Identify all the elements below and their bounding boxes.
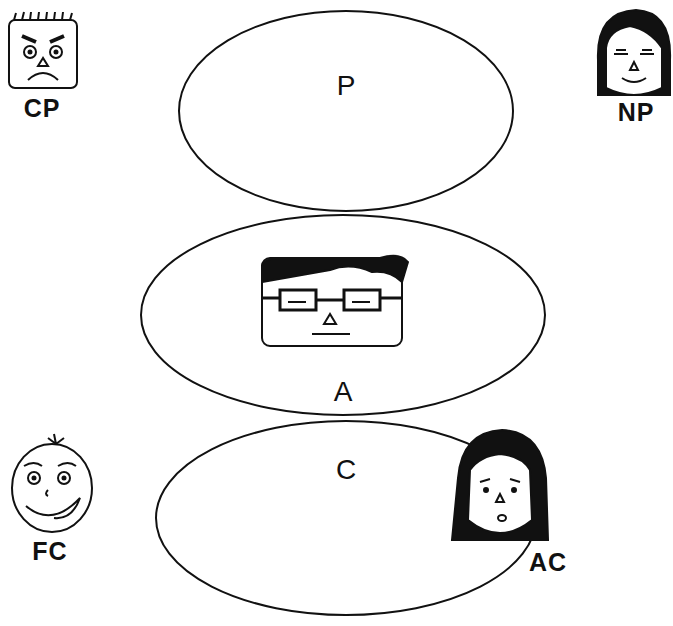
adult-face-part: [262, 256, 408, 282]
nurturing-parent-face-part: [606, 26, 662, 95]
face-label: AC: [529, 550, 567, 575]
critical-parent-face: [9, 12, 77, 88]
adult-face-part: [344, 290, 380, 310]
ego-state-letter: C: [336, 456, 356, 484]
nurturing-parent-face: [598, 10, 670, 95]
free-child-face-part: [58, 472, 70, 484]
circle-outline: [178, 10, 514, 212]
adult-face-part: [324, 314, 336, 324]
face-label: NP: [618, 100, 655, 125]
circle-outline: [141, 215, 545, 415]
free-child-face-part: [48, 434, 64, 444]
critical-parent-face-part: [55, 51, 58, 54]
ego-state-letter: P: [337, 72, 356, 100]
critical-parent-face-part: [14, 12, 72, 20]
adapted-child-face-part: [480, 479, 520, 482]
critical-parent-face-part: [50, 46, 62, 58]
free-child-face-part: [46, 490, 48, 496]
nurturing-parent-face-part: [614, 50, 654, 54]
free-child-face-part: [24, 463, 76, 466]
critical-parent-face-part: [9, 20, 77, 88]
ego-state-letter: A: [334, 378, 353, 406]
adapted-child-face-part: [484, 488, 488, 492]
circle-outline: [179, 11, 513, 211]
adult-face-part: [288, 301, 370, 303]
critical-parent-face-part: [24, 46, 36, 58]
adapted-child-face-part: [468, 454, 532, 533]
critical-parent-face-part: [22, 36, 64, 42]
adapted-child-face: [452, 430, 548, 540]
free-child-face-part: [28, 472, 40, 484]
free-child-face: [12, 434, 92, 532]
adult-face-part: [280, 290, 316, 310]
nurturing-parent-face-part: [630, 62, 638, 70]
adult-face-part: [262, 298, 402, 300]
free-child-face-part: [12, 444, 92, 532]
adapted-child-face-part: [498, 515, 506, 521]
critical-parent-face-part: [38, 58, 48, 66]
free-child-face-part: [26, 498, 80, 518]
face-label: CP: [24, 96, 61, 121]
free-child-face-part: [33, 477, 36, 480]
adapted-child-face-part: [452, 430, 548, 540]
face-label: FC: [32, 539, 67, 564]
critical-parent-face-part: [29, 51, 32, 54]
adult-face-part: [312, 333, 350, 335]
adapted-child-face-part: [496, 494, 504, 502]
adapted-child-face-part: [512, 488, 516, 492]
nurturing-parent-face-part: [598, 10, 670, 95]
critical-parent-face-part: [28, 73, 58, 80]
adult-face: [262, 256, 408, 346]
free-child-face-part: [63, 477, 66, 480]
nurturing-parent-face-part: [622, 78, 646, 82]
ego-state-circle: P: [178, 10, 514, 212]
